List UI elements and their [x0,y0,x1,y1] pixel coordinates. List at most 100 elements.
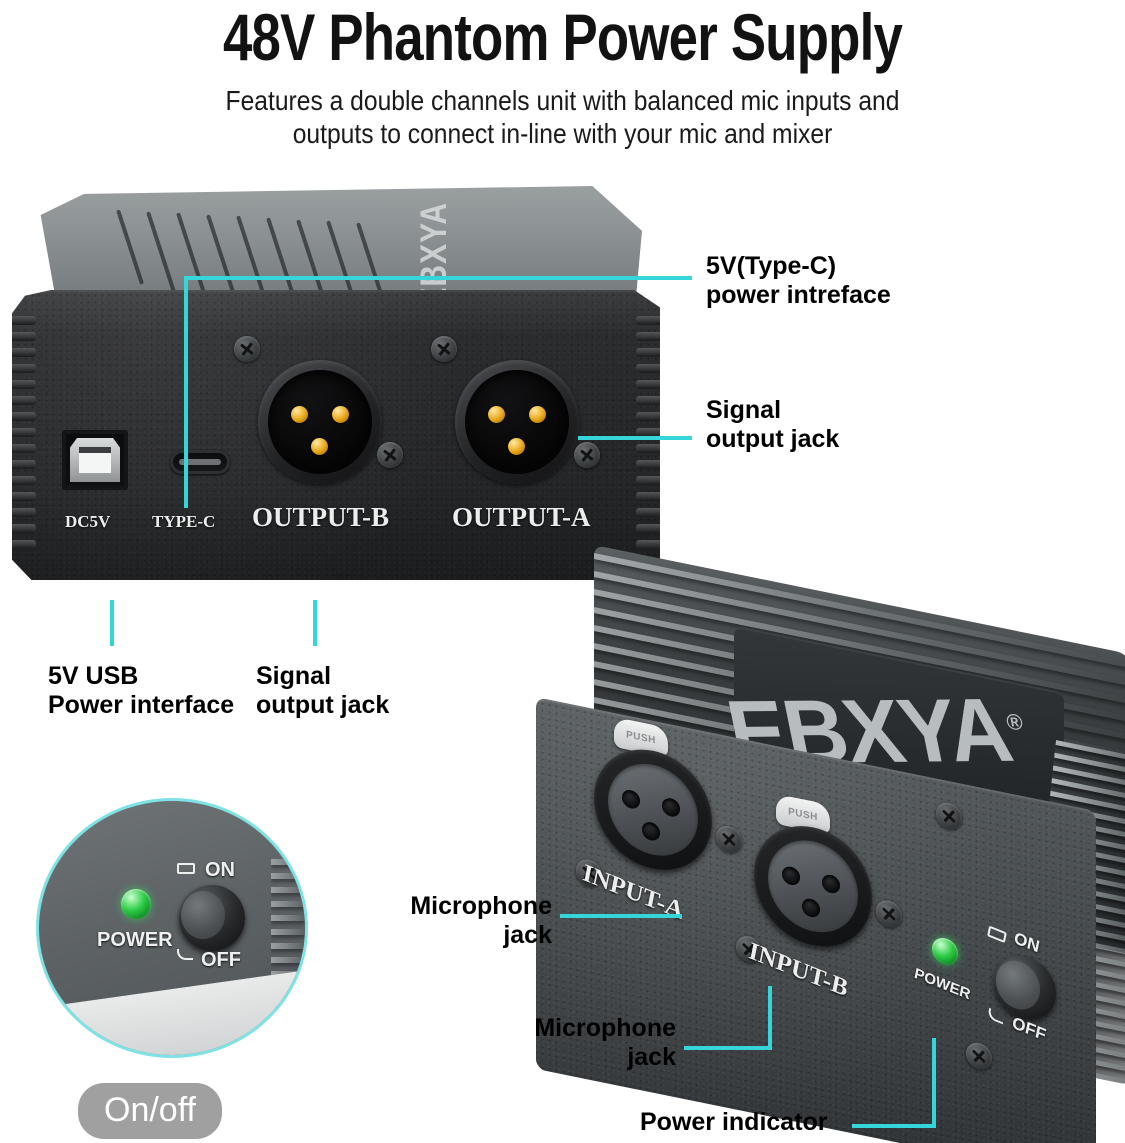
xlr-pin-3 [311,438,328,455]
heatsink-fin [116,209,145,285]
inset-switch-on-label: ON [205,859,235,881]
heatsink-fin [12,492,36,501]
xlr-pin-1 [291,406,308,423]
callout-type-c-power-interface: 5V(Type-C) power intreface [706,252,891,309]
heatsink-fin [636,428,660,437]
callout-power-indicator: Power indicator [640,1108,828,1136]
heatsink-fin [12,412,36,421]
heatsink-fin [12,364,36,373]
heatsink-fin [636,364,660,373]
heatsink-fin [636,476,660,485]
right-heatsink-fins [632,316,660,556]
callout-microphone-jack-a: Microphone jack [410,892,552,949]
heatsink-fin [636,524,660,533]
usb-b-port[interactable] [62,430,128,490]
port-label-type-c: TYPE-C [152,512,216,531]
leader-line-type-c-vertical [184,276,188,508]
xlr-bore [268,370,372,474]
heatsink-fin [12,540,36,549]
xlr-hole-3 [802,897,820,919]
callout-microphone-jack-b: Microphone jack [534,1014,676,1071]
leader-line-power-indicator-horizontal [852,1124,936,1128]
callout-usb-power-interface: 5V USB Power interface [48,662,235,719]
panel-screw [377,442,403,468]
left-heatsink-fins [12,316,40,556]
xlr-input-a-connector[interactable] [594,738,712,881]
xlr-pin-1 [488,406,505,423]
heatsink-fin [636,332,660,341]
onoff-detail-inset: POWER ON OFF [36,798,308,1058]
heatsink-fin [271,943,305,949]
xlr-pin-2 [529,406,546,423]
port-label-output-a: OUTPUT-A [452,502,591,532]
heatsink-fin [636,348,660,357]
inset-switch-on-icon [177,863,195,874]
heatsink-fin [636,380,660,389]
top-unit-front-panel: EBXYA [12,186,660,604]
inset-power-led [121,889,151,919]
heatsink-fin [636,460,660,469]
leader-line-microphone-jack-b-horizontal [684,1046,772,1050]
panel-screw [431,336,457,362]
heatsink-fin [636,508,660,517]
heatsink-fin [12,332,36,341]
leader-line-usb-power [110,600,114,646]
heatsink-fin [12,380,36,389]
xlr-hole-1 [622,788,640,811]
leader-line-microphone-jack-b-vertical [768,986,772,1048]
heatsink-fin [146,210,176,293]
leader-line-signal-output-bottom [313,600,317,646]
inset-switch-off-label: OFF [201,949,241,971]
heatsink-fin [271,901,305,907]
inset-surface-shelf [39,963,305,1055]
heatsink-fin [12,348,36,357]
heatsink-fin [12,476,36,485]
inset-power-knob[interactable] [179,885,245,951]
heatsink-fin [636,444,660,453]
heatsink-fin [12,428,36,437]
xlr-hole-1 [782,865,800,887]
heatsink-fin [271,873,305,879]
top-unit-faceplate: DC5V TYPE-C OUTPUT-B OUTPUT-A [12,290,660,580]
heatsink-fin [271,929,305,935]
xlr-hole-2 [662,796,680,819]
xlr-hole-3 [642,820,660,843]
heatsink-fin [12,444,36,453]
heatsink-fin [636,412,660,421]
port-label-output-b: OUTPUT-B [252,502,390,532]
callout-signal-output-jack-bottom: Signal output jack [256,662,390,719]
xlr-pin-2 [332,406,349,423]
port-label-dc5v: DC5V [65,512,111,531]
heatsink-fin [12,460,36,469]
xlr-output-a-connector[interactable] [455,360,579,484]
onoff-badge: On/off [78,1083,222,1139]
leader-line-signal-output-right [578,436,692,440]
type-c-port[interactable] [170,450,230,474]
page-subtitle: Features a double channels unit with bal… [225,85,900,149]
xlr-pin-3 [508,438,525,455]
page-title: 48V Phantom Power Supply [222,0,903,74]
heatsink-fin [636,316,660,325]
panel-screw [574,442,600,468]
xlr-input-b-connector[interactable] [754,815,872,958]
panel-screw [234,336,260,362]
heatsink-fin [271,859,305,865]
xlr-hole-2 [822,873,840,895]
leader-line-type-c-horizontal [184,276,692,280]
leader-line-power-indicator-vertical [932,1038,936,1128]
heatsink-fin [636,396,660,405]
xlr-bore [465,370,569,474]
heatsink-fin [12,396,36,405]
heatsink-fin [271,887,305,893]
heatsink-fin [636,540,660,549]
callout-signal-output-jack-right: Signal output jack [706,396,840,453]
heatsink-fin [12,524,36,533]
inset-power-label: POWER [97,929,173,951]
leader-line-microphone-jack-a [560,914,682,918]
heatsink-fin [636,492,660,501]
heatsink-fin [12,508,36,517]
heatsink-fin [271,915,305,921]
xlr-output-b-connector[interactable] [258,360,382,484]
heatsink-fin [271,957,305,963]
